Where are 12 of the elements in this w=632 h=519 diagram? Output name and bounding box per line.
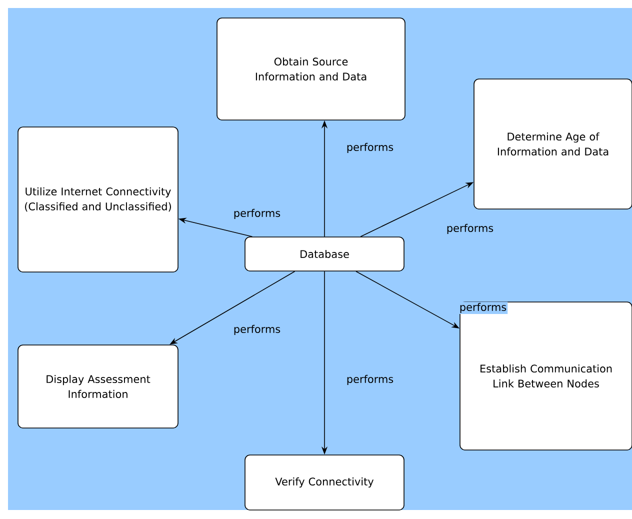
process-box: Display Assessment Information: [18, 344, 178, 428]
edge-label: performs: [232, 324, 282, 336]
edge-label: performs: [232, 208, 282, 220]
edge-label: performs: [458, 302, 508, 314]
edge-label: performs: [345, 374, 395, 386]
process-box: Verify Connectivity: [244, 454, 404, 510]
process-box: Obtain Source Information and Data: [216, 18, 406, 120]
edge-label: performs: [345, 142, 395, 154]
process-box: Utilize Internet Connectivity (Classified and Unclassified): [18, 126, 178, 272]
edge-label: performs: [445, 222, 495, 236]
database-box: Database: [244, 236, 404, 272]
process-box: Determine Age of Information and Data: [474, 78, 632, 210]
